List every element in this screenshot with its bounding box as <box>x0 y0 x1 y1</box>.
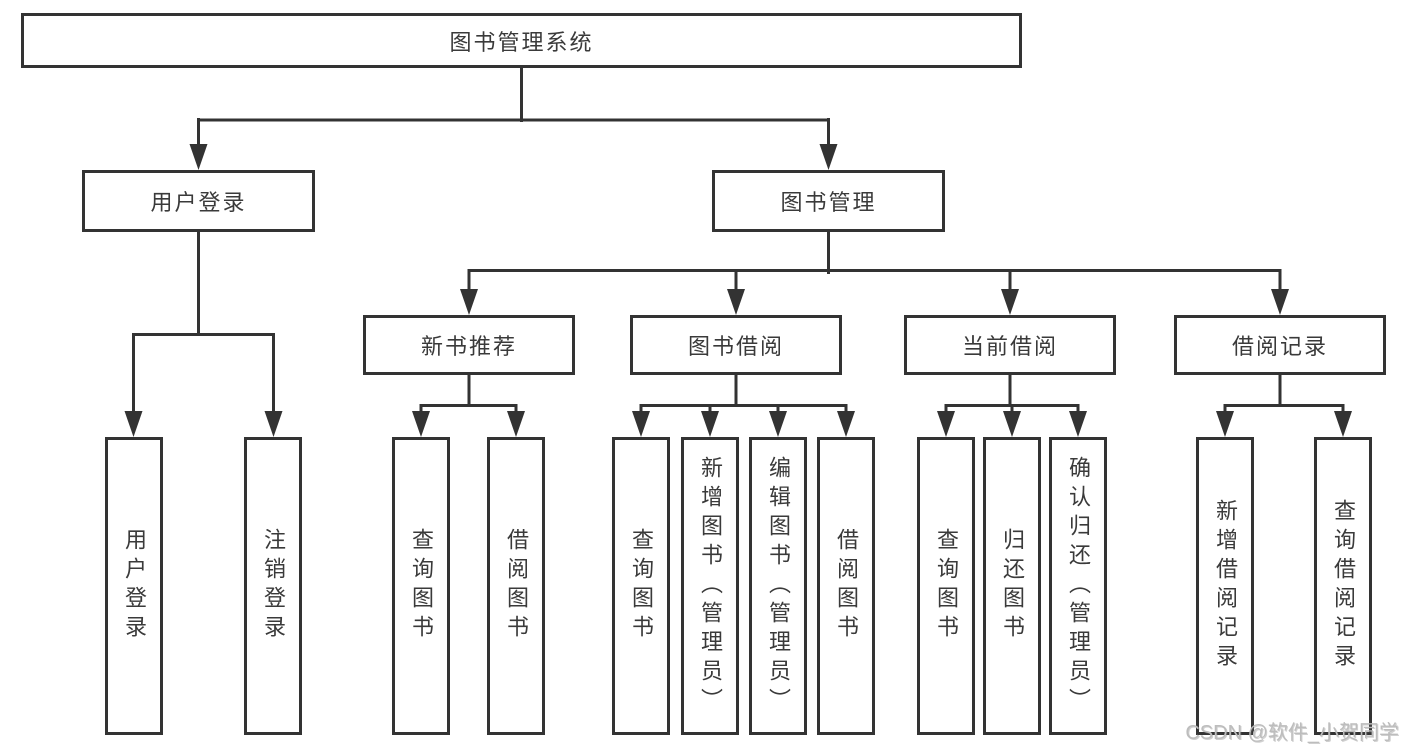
node-current-borrow: 当前借阅 <box>904 315 1116 375</box>
node-borrow-records: 借阅记录 <box>1174 315 1386 375</box>
leaf-user-login: 用户登录 <box>105 437 163 735</box>
leaf-logout-login: 注销登录 <box>244 437 302 735</box>
leaf-borrow-edit-books-admin: 编辑图书（管理员） <box>749 437 807 735</box>
leaf-recommend-borrow-books: 借阅图书 <box>487 437 545 735</box>
node-root-system: 图书管理系统 <box>21 13 1022 68</box>
leaf-borrow-borrow-books: 借阅图书 <box>817 437 875 735</box>
leaf-records-add-borrow-record: 新增借阅记录 <box>1196 437 1254 735</box>
leaf-current-query-books: 查询图书 <box>917 437 975 735</box>
leaf-current-confirm-return-admin: 确认归还（管理员） <box>1049 437 1107 735</box>
leaf-recommend-query-books: 查询图书 <box>392 437 450 735</box>
leaf-records-query-borrow-record: 查询借阅记录 <box>1314 437 1372 735</box>
leaf-borrow-query-books: 查询图书 <box>612 437 670 735</box>
leaf-current-return-books: 归还图书 <box>983 437 1041 735</box>
node-book-borrow: 图书借阅 <box>630 315 842 375</box>
node-user-login: 用户登录 <box>82 170 315 232</box>
leaf-borrow-add-books-admin: 新增图书（管理员） <box>681 437 739 735</box>
watermark: CSDN @软件_小贺同学 <box>1185 722 1399 744</box>
node-new-book-recommend: 新书推荐 <box>363 315 575 375</box>
node-book-management: 图书管理 <box>712 170 945 232</box>
